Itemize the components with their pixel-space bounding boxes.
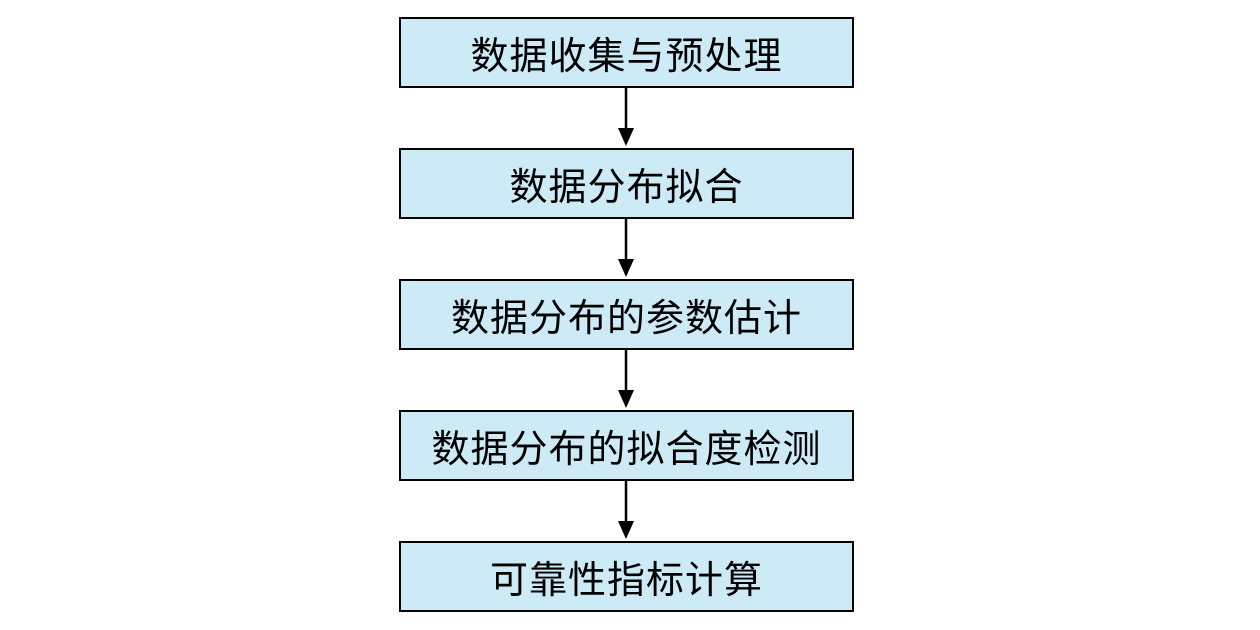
step-label: 数据分布拟合	[509, 165, 744, 209]
step-box-parameter-estimation: 数据分布的参数估计	[399, 279, 854, 350]
step-box-reliability-calculation: 可靠性指标计算	[399, 541, 854, 612]
arrow-2-to-3	[618, 219, 634, 277]
step-label: 可靠性指标计算	[489, 558, 763, 602]
arrow-4-to-5	[618, 481, 634, 539]
step-box-goodness-of-fit-test: 数据分布的拟合度检测	[399, 410, 854, 481]
step-box-distribution-fitting: 数据分布拟合	[399, 148, 854, 219]
arrow-1-to-2	[618, 88, 634, 146]
step-label: 数据收集与预处理	[470, 34, 783, 78]
step-box-data-collection: 数据收集与预处理	[399, 17, 854, 88]
arrow-3-to-4	[618, 350, 634, 408]
step-label: 数据分布的参数估计	[450, 296, 802, 340]
step-label: 数据分布的拟合度检测	[431, 427, 822, 471]
